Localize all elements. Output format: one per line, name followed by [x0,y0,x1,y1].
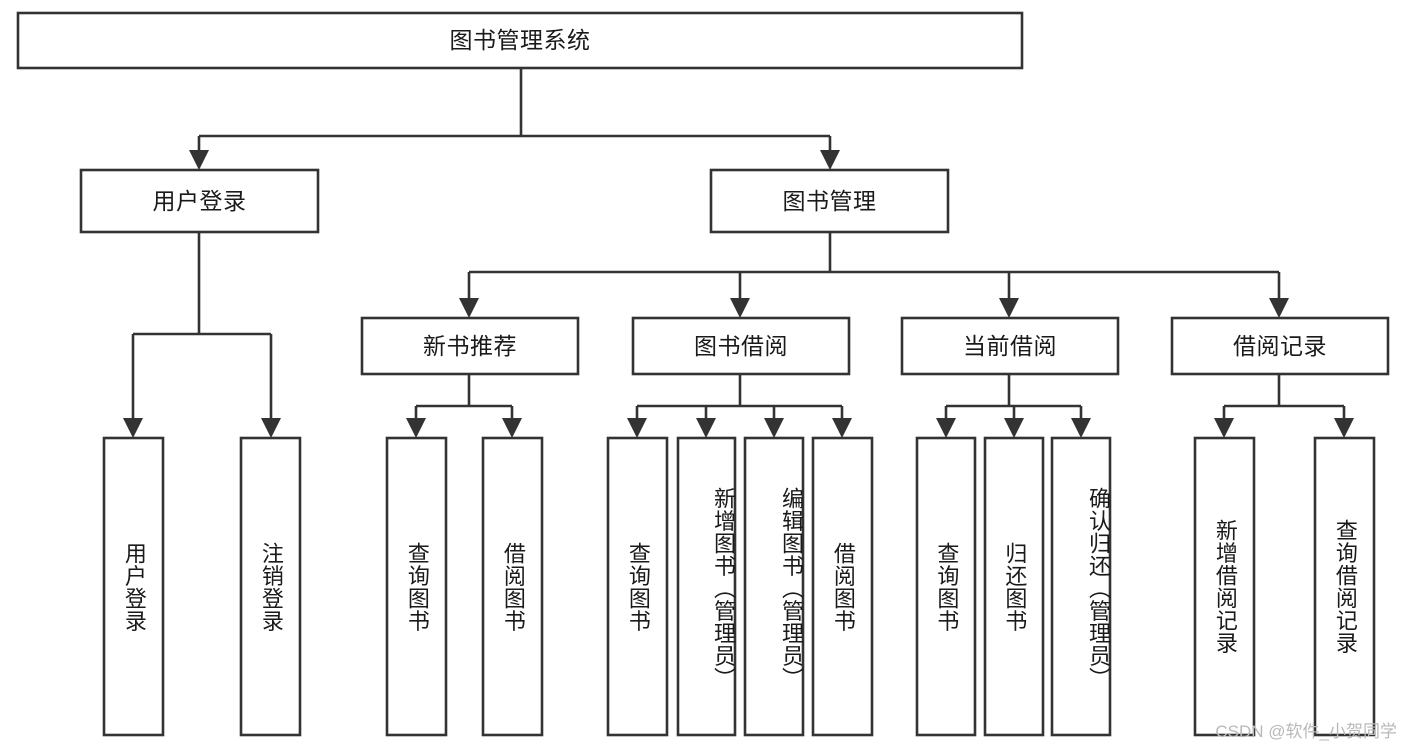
connectors-current-borrow [936,374,1091,438]
box-book-borrow[interactable] [631,316,851,376]
connectors-book-manage [459,232,1289,318]
box-root[interactable] [16,11,1024,70]
box-leaf-query-book-2[interactable] [606,436,669,737]
arrow-cb-leaf-3 [1071,418,1091,438]
arrow-root-to-book-manage [820,150,840,170]
node-boxes [16,11,1390,737]
arrow-user-login-leaf-2 [261,418,281,438]
arrow-cb-leaf-1 [936,418,956,438]
arrow-nbr-leaf-1 [406,418,426,438]
arrow-bm-to-borrow-record [1269,298,1289,318]
box-leaf-return-book[interactable] [983,436,1045,737]
connectors-user-login [123,232,281,438]
arrow-bb-leaf-4 [832,418,852,438]
arrow-bb-leaf-2 [696,418,716,438]
box-current-borrow[interactable] [900,316,1120,376]
connectors-root [189,68,840,170]
arrow-root-to-user-login [189,150,209,170]
arrow-bb-leaf-3 [764,418,784,438]
arrow-cb-leaf-2 [1004,418,1024,438]
arrow-bm-to-new-book-rec [459,298,479,318]
connectors-borrow-record [1214,374,1354,438]
connectors-book-borrow [627,374,852,438]
arrow-nbr-leaf-2 [502,418,522,438]
box-leaf-add-record[interactable] [1193,436,1256,737]
box-leaf-edit-book[interactable] [743,436,805,737]
arrow-br-leaf-1 [1214,418,1234,438]
box-leaf-borrow-book-1[interactable] [481,436,544,737]
box-leaf-query-book-3[interactable] [915,436,977,737]
box-borrow-record[interactable] [1170,316,1390,376]
box-leaf-logout[interactable] [239,436,302,737]
arrow-bm-to-book-borrow [730,298,750,318]
arrow-bb-leaf-1 [627,418,647,438]
box-new-book-rec[interactable] [360,316,580,376]
box-leaf-query-book-1[interactable] [385,436,448,737]
box-leaf-add-book[interactable] [676,436,737,737]
arrow-br-leaf-2 [1334,418,1354,438]
box-leaf-borrow-book-2[interactable] [811,436,874,737]
box-leaf-user-login[interactable] [102,436,165,737]
arrow-user-login-leaf-1 [123,418,143,438]
box-book-manage[interactable] [709,168,950,234]
arrow-bm-to-current-borrow [999,298,1019,318]
box-user-login[interactable] [79,168,320,234]
box-leaf-confirm-return[interactable] [1050,436,1112,737]
box-leaf-query-record[interactable] [1313,436,1376,737]
csdn-watermark: CSDN @软件_小贺同学 [1215,722,1397,741]
connectors-new-book-rec [406,374,522,438]
